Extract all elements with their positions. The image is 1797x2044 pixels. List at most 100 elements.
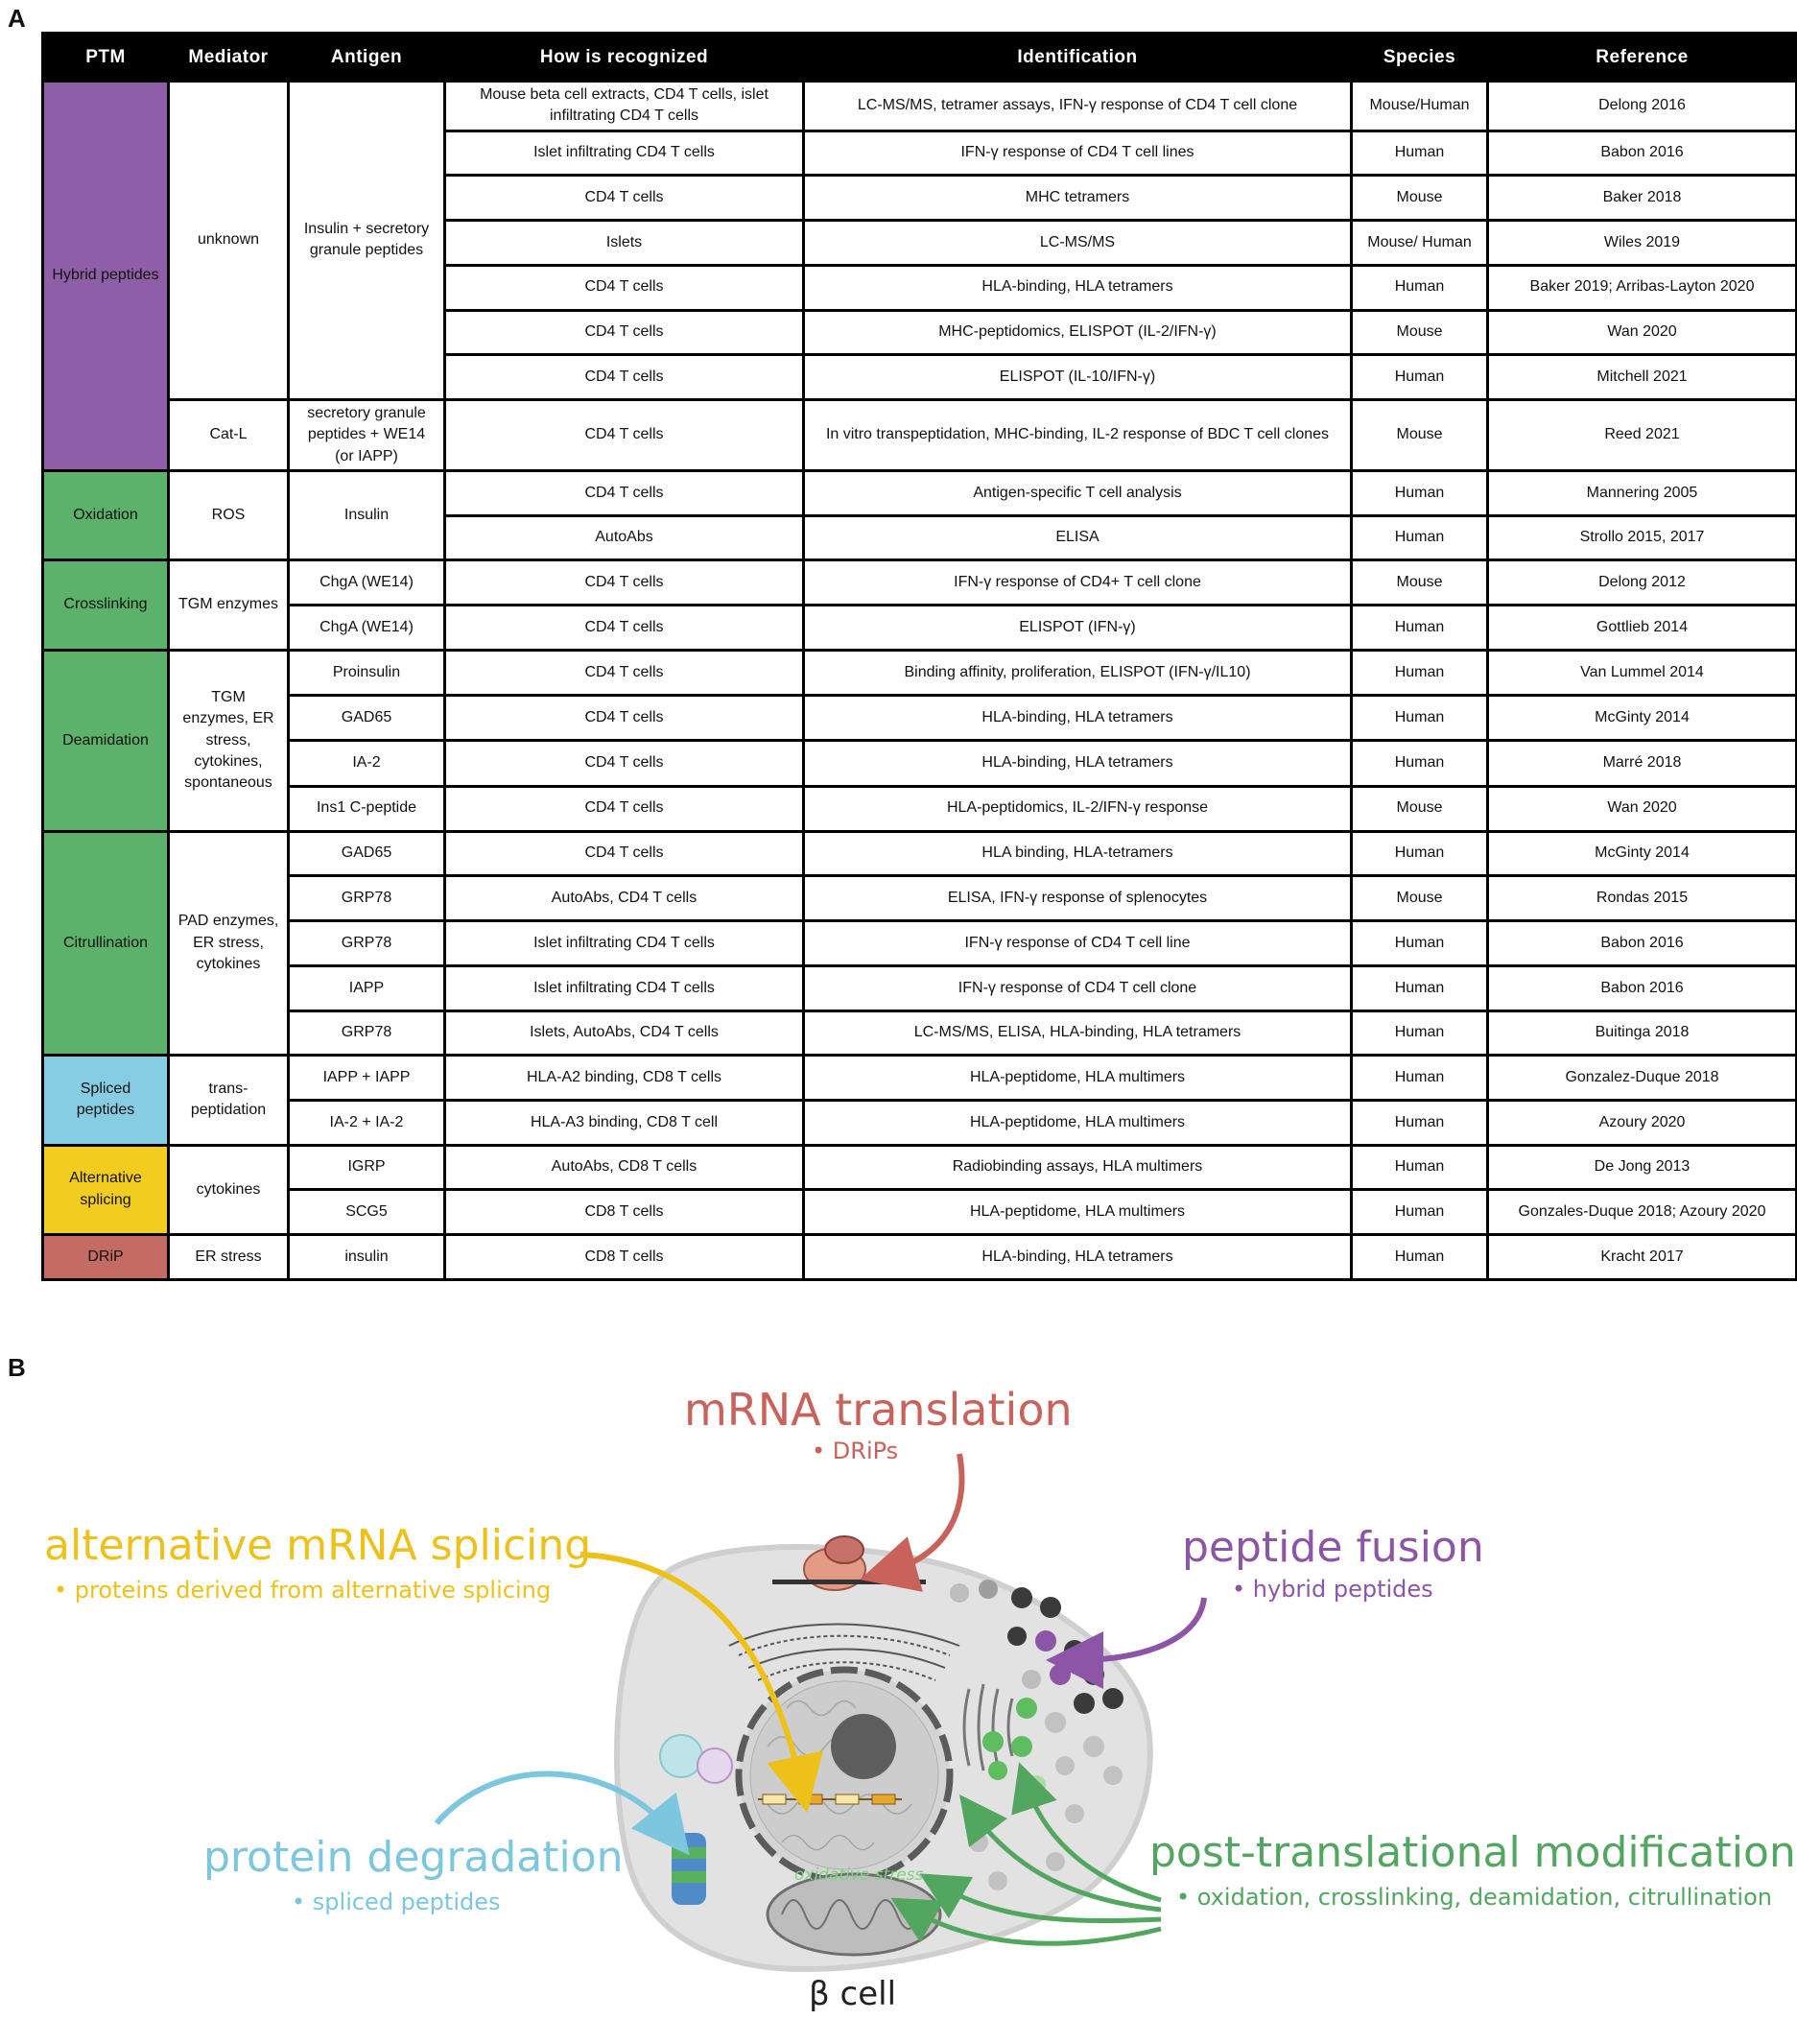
species-cell: Human <box>1350 1143 1489 1192</box>
antigen-cell: IGRP <box>287 1143 446 1192</box>
identification-cell: HLA-peptidome, HLA multimers <box>802 1188 1353 1236</box>
identification-cell: ELISPOT (IL-10/IFN-γ) <box>802 353 1353 401</box>
identification-cell: ELISPOT (IFN-γ) <box>802 604 1353 652</box>
label-mrna-translation-sub: • DRiPs <box>812 1438 899 1464</box>
antigen-cell: Insulin + secretory granule peptides <box>287 80 446 401</box>
golgi-apparatus <box>962 1683 1014 1771</box>
antigen-cell: GRP78 <box>287 919 446 967</box>
endoplasmic-reticulum <box>728 1623 960 1681</box>
ptm-cell: Deamidation <box>41 648 170 833</box>
species-cell: Human <box>1350 1098 1489 1147</box>
beta-cell-illustration <box>434 1453 1207 1972</box>
recognized-cell: CD4 T cells <box>443 648 805 698</box>
recognized-cell: CD4 T cells <box>443 353 805 401</box>
ptm-table: PTM Mediator Antigen How is recognized I… <box>41 32 1797 1282</box>
antigen-cell: IA-2 + IA-2 <box>287 1098 446 1147</box>
identification-cell: IFN-γ response of CD4 T cell lines <box>802 129 1353 178</box>
identification-cell: Radiobinding assays, HLA multimers <box>802 1143 1353 1192</box>
species-cell: Human <box>1350 469 1489 517</box>
reference-cell: Wiles 2019 <box>1486 219 1797 267</box>
recognized-cell: CD4 T cells <box>443 397 805 473</box>
identification-cell: ELISA <box>802 513 1353 562</box>
identification-cell: Binding affinity, proliferation, ELISPOT… <box>802 648 1353 698</box>
antigen-cell: insulin <box>287 1232 446 1282</box>
reference-cell: Van Lummel 2014 <box>1486 648 1797 698</box>
mediator-cell: ROS <box>167 469 290 562</box>
species-cell: Mouse/Human <box>1350 80 1489 132</box>
header-how-recognized: How is recognized <box>443 32 805 83</box>
species-cell: Human <box>1350 604 1489 652</box>
reference-cell: Marré 2018 <box>1486 739 1797 788</box>
reference-cell: Wan 2020 <box>1486 308 1797 357</box>
identification-cell: IFN-γ response of CD4+ T cell clone <box>802 559 1353 607</box>
ptm-cell: Alternative splicing <box>41 1143 170 1236</box>
header-identification: Identification <box>802 32 1353 83</box>
identification-cell: IFN-γ response of CD4 T cell clone <box>802 963 1353 1012</box>
species-cell: Human <box>1350 919 1489 967</box>
identification-cell: LC-MS/MS, tetramer assays, IFN-γ respons… <box>802 80 1353 132</box>
arrow-protein-degradation <box>434 1771 690 1856</box>
mediator-cell: Cat-L <box>167 397 290 473</box>
header-reference: Reference <box>1486 32 1797 83</box>
identification-cell: HLA binding, HLA-tetramers <box>802 829 1353 878</box>
species-cell: Mouse <box>1350 559 1489 607</box>
species-cell: Human <box>1350 513 1489 562</box>
header-species: Species <box>1350 32 1489 83</box>
reference-cell: Reed 2021 <box>1486 397 1797 473</box>
recognized-cell: Islets, AutoAbs, CD4 T cells <box>443 1009 805 1058</box>
reference-cell: Azoury 2020 <box>1486 1098 1797 1147</box>
species-cell: Mouse <box>1350 874 1489 923</box>
species-cell: Human <box>1350 353 1489 401</box>
identification-cell: ELISA, IFN-γ response of splenocytes <box>802 874 1353 923</box>
label-peptide-fusion-title: peptide fusion <box>1182 1523 1484 1572</box>
species-cell: Human <box>1350 648 1489 698</box>
label-protein-degradation-title: protein degradation <box>203 1833 624 1882</box>
mrna-exon-1 <box>762 1794 787 1805</box>
label-alt-splicing-title: alternative mRNA splicing <box>44 1521 592 1570</box>
antigen-cell: secretory granule peptides + WE14 (or IA… <box>287 397 446 473</box>
label-beta-cell: β cell <box>809 1975 897 2013</box>
identification-cell: Antigen-specific T cell analysis <box>802 469 1353 517</box>
recognized-cell: CD4 T cells <box>443 174 805 223</box>
identification-cell: HLA-peptidome, HLA multimers <box>802 1098 1353 1147</box>
reference-cell: Baker 2019; Arribas-Layton 2020 <box>1486 263 1797 312</box>
mediator-cell: trans- peptidation <box>167 1054 290 1147</box>
species-cell: Human <box>1350 739 1489 788</box>
species-cell: Human <box>1350 963 1489 1012</box>
recognized-cell: CD4 T cells <box>443 784 805 833</box>
identification-cell: HLA-binding, HLA tetramers <box>802 1232 1353 1282</box>
label-mrna-translation-title: mRNA translation <box>684 1384 1073 1436</box>
recognized-cell: CD4 T cells <box>443 308 805 357</box>
species-cell: Human <box>1350 829 1489 878</box>
panel-letter-b: B <box>8 1353 26 1382</box>
arrow-alt-splicing <box>579 1552 823 1814</box>
label-ptm-sub: • oxidation, crosslinking, deamidation, … <box>1176 1884 1772 1911</box>
antigen-cell: Ins1 C-peptide <box>287 784 446 833</box>
identification-cell: HLA-binding, HLA tetramers <box>802 739 1353 788</box>
nucleus-chromatin <box>749 1680 939 1870</box>
reference-cell: Gottlieb 2014 <box>1486 604 1797 652</box>
reference-cell: Delong 2012 <box>1486 559 1797 607</box>
recognized-cell: AutoAbs, CD4 T cells <box>443 874 805 923</box>
species-cell: Human <box>1350 694 1489 743</box>
reference-cell: Gonzales-Duque 2018; Azoury 2020 <box>1486 1188 1797 1236</box>
mediator-cell: ER stress <box>167 1232 290 1282</box>
ptm-cell: DRiP <box>41 1232 170 1282</box>
antigen-cell: ChgA (WE14) <box>287 604 446 652</box>
reference-cell: De Jong 2013 <box>1486 1143 1797 1192</box>
recognized-cell: Islet infiltrating CD4 T cells <box>443 919 805 967</box>
antigen-cell: GRP78 <box>287 1009 446 1058</box>
proteasome-icon <box>672 1833 706 1905</box>
lysosome-icon <box>659 1734 733 1784</box>
reference-cell: Babon 2016 <box>1486 129 1797 178</box>
